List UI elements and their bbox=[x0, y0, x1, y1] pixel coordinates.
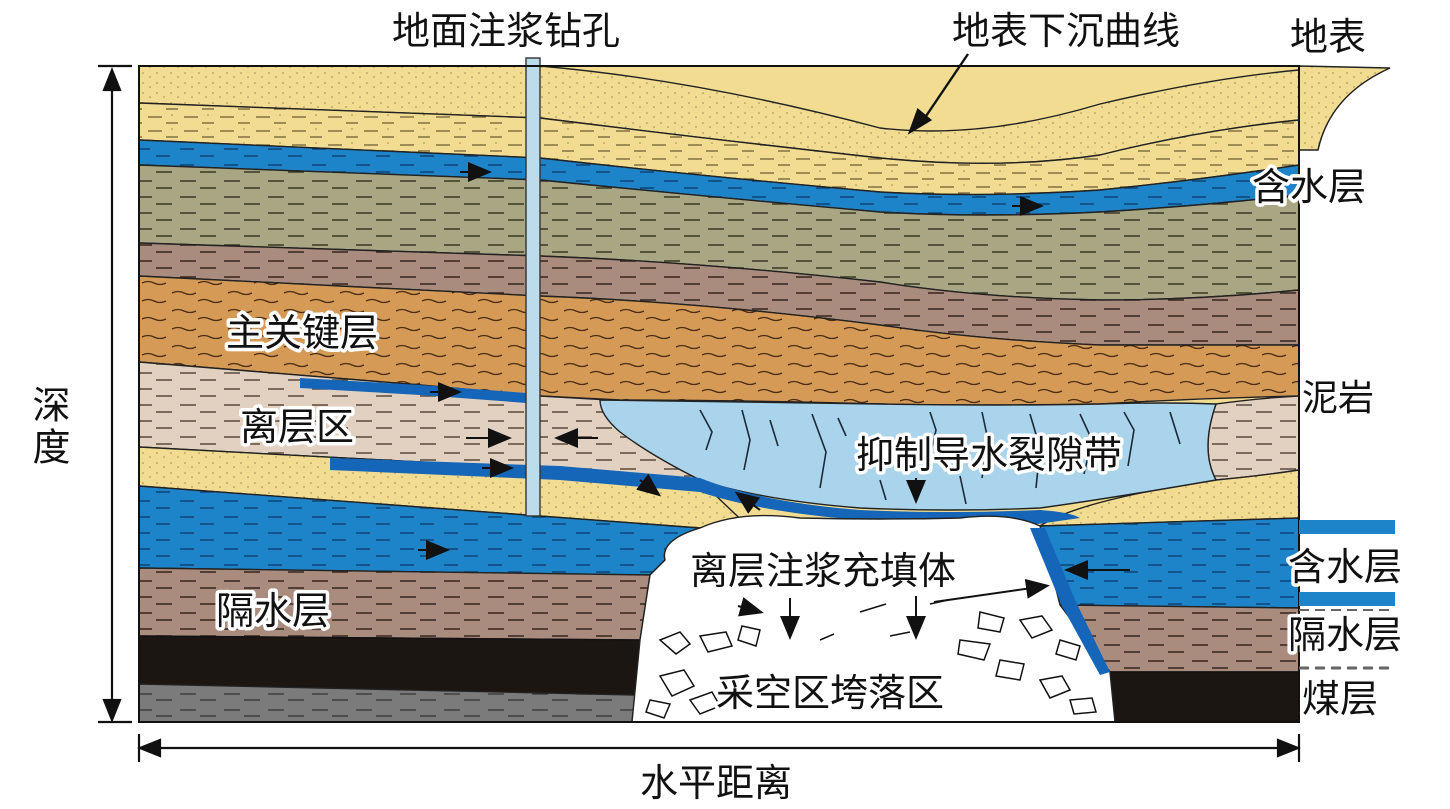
label-borehole: 地面注浆钻孔 bbox=[392, 9, 620, 53]
label-aquifer-mid: 含水层 bbox=[1288, 545, 1402, 589]
grout-borehole bbox=[525, 57, 541, 517]
layer-coal-right bbox=[1109, 671, 1299, 722]
strata-layers bbox=[139, 66, 1299, 722]
layer-floor bbox=[139, 683, 636, 722]
caving-rubble bbox=[645, 599, 1097, 719]
label-coal-seam: 煤层 bbox=[1302, 677, 1378, 721]
label-mudstone: 泥岩 bbox=[1302, 378, 1374, 419]
label-fracture-zone: 抑制导水裂隙带 bbox=[856, 433, 1122, 477]
label-separation-zone: 离层区 bbox=[240, 405, 354, 449]
edge-fracture-blue bbox=[1030, 528, 1110, 675]
label-grout-fill: 离层注浆充填体 bbox=[690, 549, 956, 593]
flow-arrows bbox=[418, 162, 1130, 580]
separation-gap-lower bbox=[330, 458, 1080, 528]
grout-arrows bbox=[737, 578, 1050, 640]
label-horizontal-distance: 水平距离 bbox=[640, 761, 792, 805]
label-surface: 地表 bbox=[1290, 15, 1366, 59]
layer-separation-right bbox=[1207, 395, 1299, 481]
svg-text:深度: 深度 bbox=[26, 385, 70, 469]
grout-fill-body bbox=[631, 514, 1116, 722]
label-subsidence-curve: 地表下沉曲线 bbox=[952, 9, 1180, 53]
label-aquiclude-right: 隔水层 bbox=[1288, 613, 1402, 657]
label-depth: 深度 bbox=[26, 385, 70, 469]
legend-strip-aquifer-2 bbox=[1299, 592, 1395, 606]
label-key-stratum: 主关键层 bbox=[226, 311, 378, 355]
label-goaf-caving: 采空区垮落区 bbox=[716, 671, 944, 715]
separation-gap bbox=[300, 378, 540, 404]
label-aquiclude-left: 隔水层 bbox=[216, 589, 330, 633]
subsidence-pointer bbox=[907, 53, 969, 135]
distance-axis bbox=[137, 734, 1301, 762]
surface-outcrop bbox=[1298, 65, 1391, 151]
fracture-cracks bbox=[699, 409, 1181, 505]
layer-aquifer-mid-right bbox=[1039, 517, 1299, 609]
legend-strip-aquifer bbox=[1299, 520, 1395, 534]
label-aquifer-top: 含水层 bbox=[1252, 165, 1366, 209]
depth-axis bbox=[98, 64, 132, 724]
diagram-frame bbox=[138, 65, 1300, 723]
